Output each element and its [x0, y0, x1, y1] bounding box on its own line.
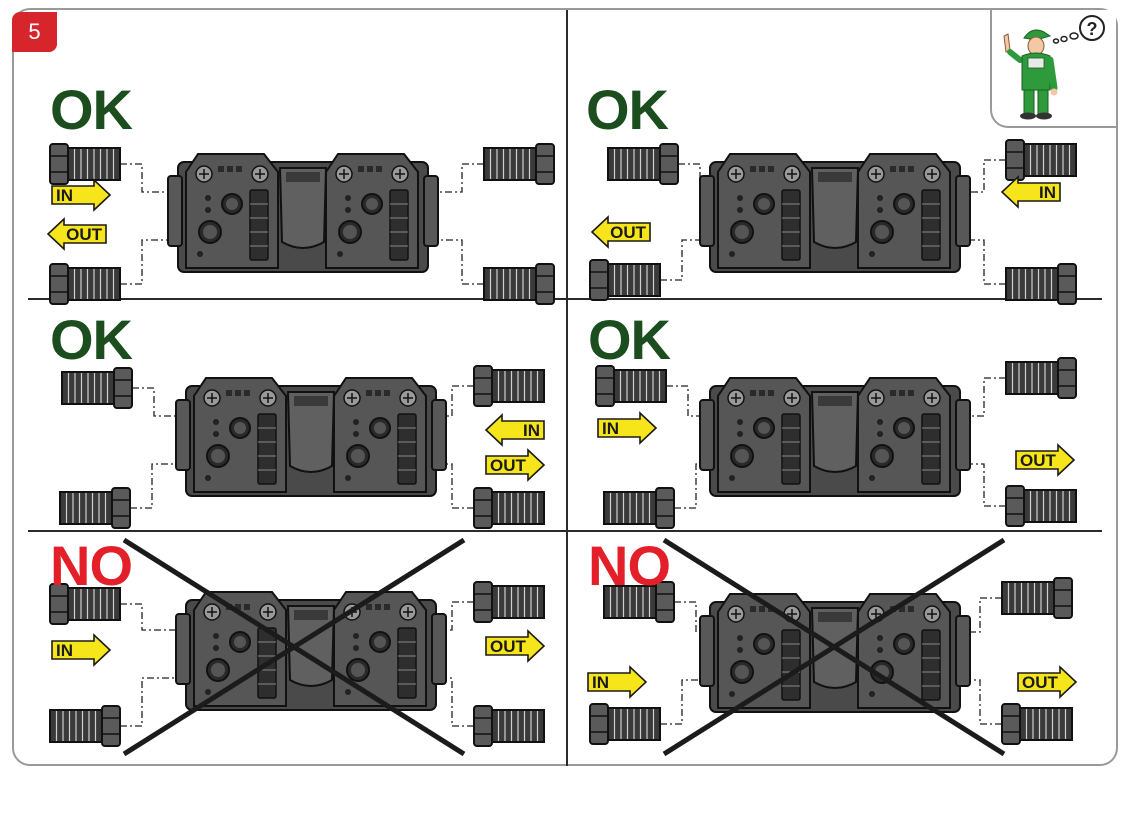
valve-manifold — [699, 377, 971, 497]
out-arrow: OUT — [1017, 665, 1078, 699]
panel-drawing: IN OUT — [59, 365, 546, 529]
in-arrow: IN — [484, 413, 545, 447]
panel-top-left: IN OUT OK — [28, 12, 562, 305]
pipe-fitting-4 — [473, 487, 545, 529]
help-box: ? — [990, 10, 1116, 128]
flow-label: IN — [602, 419, 619, 438]
horizontal-divider-1 — [28, 298, 1102, 300]
verdict-label: OK — [50, 308, 133, 371]
flow-label: IN — [1039, 183, 1056, 202]
pipe-fitting-1 — [607, 143, 679, 185]
out-arrow: OUT — [1015, 443, 1076, 477]
pipe-fitting-3 — [473, 365, 545, 407]
pipe-fitting-4 — [1005, 263, 1077, 305]
pipe-fitting-1 — [49, 583, 121, 625]
panel-drawing: IN OUT — [589, 139, 1077, 305]
pipe-fitting-3 — [483, 143, 555, 185]
valve-manifold — [699, 153, 971, 273]
flow-label: IN — [523, 421, 540, 440]
pipe-fitting-1 — [595, 365, 667, 407]
in-arrow: IN — [1000, 175, 1061, 209]
pipe-fitting-4 — [1005, 485, 1077, 527]
flow-label: OUT — [1020, 451, 1057, 470]
panel-drawing: IN OUT — [46, 143, 555, 305]
pipe-fitting-4 — [1001, 703, 1073, 745]
in-arrow: IN — [587, 665, 648, 699]
pipe-fitting-3 — [1005, 139, 1077, 181]
flow-label: OUT — [1022, 673, 1059, 692]
pipe-fitting-2 — [59, 487, 131, 529]
panel-drawing: IN OUT — [587, 537, 1078, 757]
horizontal-divider-2 — [28, 530, 1102, 532]
panel-top-right: IN OUT OK — [568, 12, 1102, 305]
verdict-label: NO — [588, 534, 671, 597]
valve-manifold — [175, 377, 447, 497]
verdict-label: NO — [50, 534, 133, 597]
out-arrow: OUT — [46, 217, 107, 251]
in-arrow: IN — [597, 411, 658, 445]
worker-question-icon: ? — [1003, 15, 1105, 120]
panel-drawing: IN OUT — [595, 357, 1077, 529]
flow-label: IN — [592, 673, 609, 692]
valve-manifold — [175, 591, 447, 711]
panel-bot-left: IN OUT NO — [28, 532, 562, 816]
in-arrow: IN — [51, 633, 112, 667]
out-arrow: OUT — [590, 215, 651, 249]
question-mark: ? — [1087, 19, 1098, 39]
flow-label: OUT — [490, 637, 527, 656]
flow-label: OUT — [610, 223, 647, 242]
pipe-fitting-2 — [589, 703, 661, 745]
flow-label: IN — [56, 641, 73, 660]
verdict-label: OK — [586, 78, 669, 141]
pipe-fitting-4 — [483, 263, 555, 305]
pipe-fitting-2 — [49, 263, 121, 305]
valve-manifold — [699, 593, 971, 713]
verdict-label: OK — [50, 78, 133, 141]
verdict-label: OK — [588, 308, 671, 371]
pipe-fitting-1 — [603, 581, 675, 623]
flow-label: IN — [56, 186, 73, 205]
valve-manifold — [167, 153, 439, 273]
flow-label: OUT — [490, 456, 527, 475]
flow-label: OUT — [66, 225, 103, 244]
pipe-fitting-3 — [1005, 357, 1077, 399]
pipe-fitting-3 — [473, 581, 545, 623]
cross-out-icon — [662, 537, 1006, 757]
cross-out-icon — [122, 537, 466, 757]
step-number-badge: 5 — [12, 12, 57, 52]
panel-drawing: IN OUT — [49, 537, 546, 757]
vertical-divider — [566, 10, 568, 766]
pipe-fitting-1 — [61, 367, 133, 409]
panel-mid-right: IN OUT OK — [568, 300, 1102, 584]
pipe-fitting-4 — [473, 705, 545, 747]
pipe-fitting-1 — [49, 143, 121, 185]
out-arrow: OUT — [485, 629, 546, 663]
pipe-fitting-2 — [589, 259, 661, 301]
pipe-fitting-2 — [49, 705, 121, 747]
in-arrow: IN — [51, 178, 112, 212]
out-arrow: OUT — [485, 448, 546, 482]
pipe-fitting-3 — [1001, 577, 1073, 619]
panel-mid-left: IN OUT OK — [28, 300, 562, 584]
pipe-fitting-2 — [603, 487, 675, 529]
panel-bot-right: IN OUT NO — [568, 532, 1102, 816]
